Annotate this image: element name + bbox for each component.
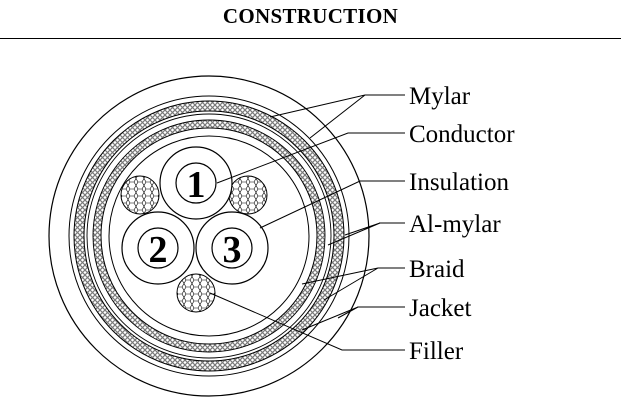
core-3-conductor: [211, 227, 253, 269]
core-number-2: 2: [149, 229, 168, 271]
core-number-3: 3: [223, 229, 242, 271]
leader-conductor: [216, 132, 405, 184]
leader-al-mylar: [327, 222, 405, 246]
core-1-conductor: [175, 162, 217, 204]
leader-insulation: [259, 180, 405, 229]
label-conductor: Conductor: [409, 121, 515, 148]
label-jacket: Jacket: [409, 295, 472, 322]
label-mylar: Mylar: [409, 83, 471, 110]
label-insulation: Insulation: [409, 169, 509, 196]
filler-strand-left: [120, 175, 160, 215]
label-braid: Braid: [409, 256, 465, 283]
filler-strand-right: [228, 175, 268, 215]
core-number-1: 1: [187, 164, 206, 206]
core-2-conductor: [137, 227, 179, 269]
diagram-title: CONSTRUCTION: [222, 4, 399, 28]
label-filler: Filler: [409, 338, 464, 365]
title-divider: [0, 38, 621, 39]
leader-mylar: [269, 94, 405, 139]
label-al-mylar: Al-mylar: [409, 211, 501, 238]
leader-filler: [209, 292, 405, 351]
filler-strand-bottom: [176, 273, 216, 313]
leader-braid: [301, 267, 405, 301]
leader-jacket: [301, 306, 405, 331]
